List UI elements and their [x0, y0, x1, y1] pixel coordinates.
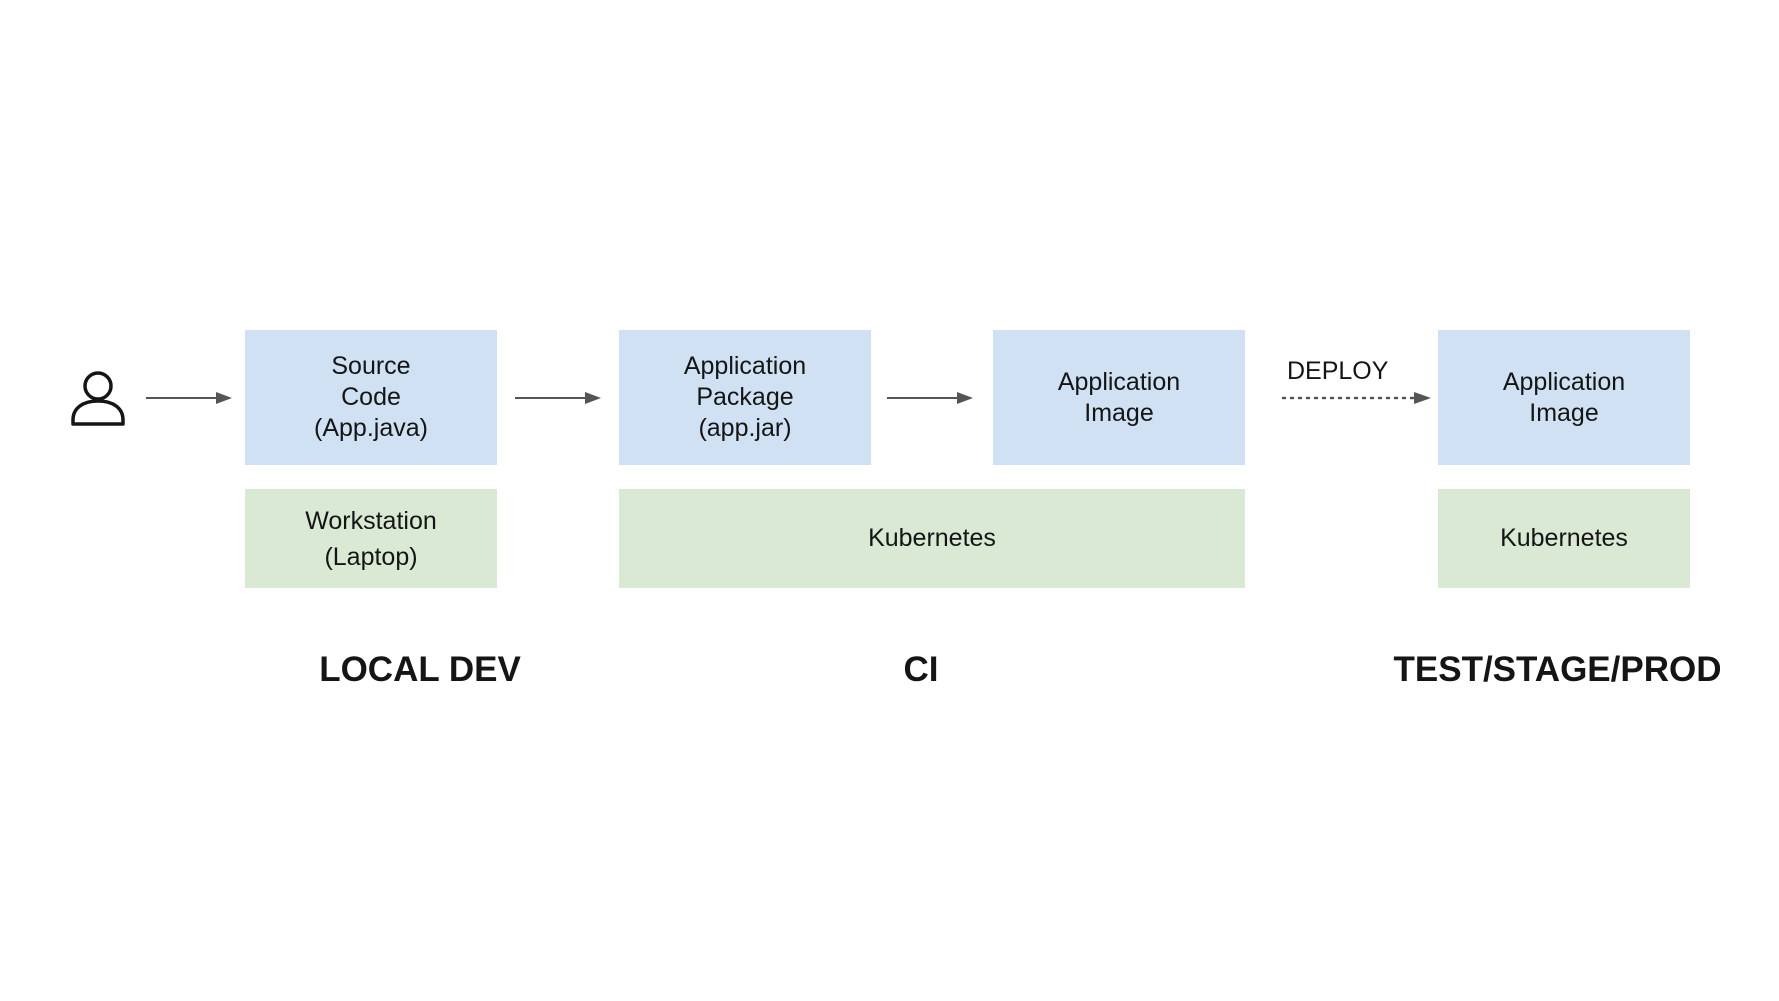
app-image-ci-box: Application Image — [993, 330, 1245, 465]
workstation-label: Workstation (Laptop) — [305, 506, 437, 571]
workstation-box: Workstation (Laptop) — [245, 489, 497, 588]
kubernetes-ci-label: Kubernetes — [868, 524, 996, 552]
arrow-deploy — [1281, 392, 1431, 404]
user-icon — [71, 371, 125, 426]
source-code-box: Source Code (App.java) — [245, 330, 497, 465]
kubernetes-prod-box: Kubernetes — [1438, 489, 1690, 588]
app-image-ci-label: Application Image — [1057, 367, 1181, 427]
app-package-box: Application Package (app.jar) — [619, 330, 871, 465]
kubernetes-prod-label: Kubernetes — [1500, 524, 1628, 552]
arrow-source-to-package — [515, 392, 601, 404]
source-code-label: Source Code (App.java) — [314, 352, 428, 442]
kubernetes-ci-box: Kubernetes — [619, 489, 1245, 588]
app-image-prod-label: Application Image — [1502, 367, 1626, 427]
app-package-label: Application Package (app.jar) — [683, 352, 807, 442]
stage-ci: CI — [903, 650, 939, 689]
deploy-label: DEPLOY — [1287, 357, 1389, 385]
arrow-user-to-source — [146, 392, 232, 404]
stage-local-dev: LOCAL DEV — [319, 650, 521, 689]
app-image-prod-box: Application Image — [1438, 330, 1690, 465]
stage-test-stage-prod: TEST/STAGE/PROD — [1393, 650, 1722, 689]
arrow-package-to-image — [887, 392, 973, 404]
